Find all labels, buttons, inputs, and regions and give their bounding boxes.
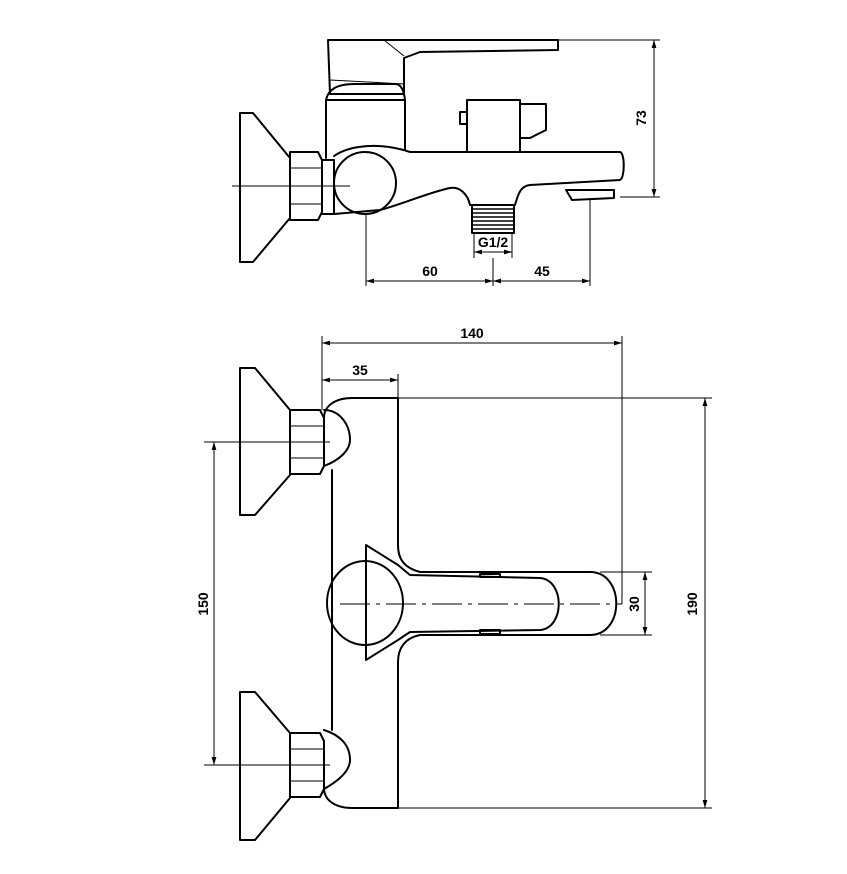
- front-lever: [365, 544, 560, 661]
- front-view: 140 35 150 190 30: [195, 325, 712, 841]
- diverter-knob: [466, 99, 521, 153]
- hex-nut: [289, 151, 323, 221]
- body-connector: [321, 159, 335, 215]
- dimension-right-label: 45: [534, 263, 550, 279]
- cartridge-column: [325, 99, 406, 151]
- dimension-thread-label: G1/2: [478, 234, 509, 250]
- thread-outlet: [471, 204, 515, 234]
- lower-flange: [239, 691, 291, 841]
- front-body: [323, 397, 618, 809]
- body-round: [333, 151, 397, 215]
- dimension-width-label: 140: [460, 325, 484, 341]
- dimension-spacing-label: 150: [195, 592, 211, 616]
- aerator: [565, 189, 615, 201]
- wall-flange: [239, 112, 291, 263]
- side-view: 73 G1/2 60 45: [232, 39, 660, 286]
- spout-body: [333, 144, 625, 215]
- dimension-offset-label: 35: [352, 362, 368, 378]
- dimension-spout-height-label: 30: [626, 596, 642, 612]
- lever-handle: [327, 39, 559, 95]
- dimension-left-label: 60: [422, 263, 438, 279]
- front-cartridge: [326, 560, 404, 646]
- cartridge-cap: [325, 83, 406, 101]
- dimension-total-height-label: 190: [684, 592, 700, 616]
- dimension-height-label: 73: [633, 110, 649, 126]
